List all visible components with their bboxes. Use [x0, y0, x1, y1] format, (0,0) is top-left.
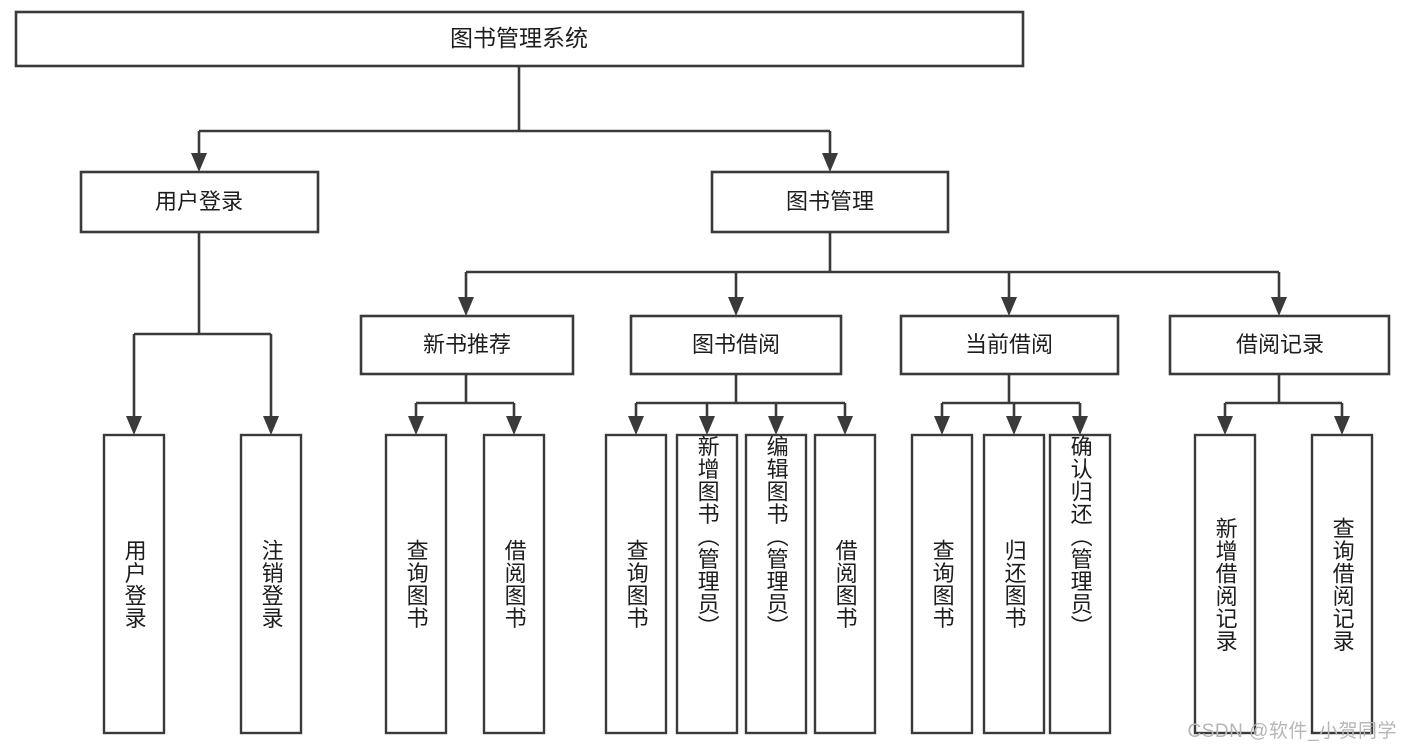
node-borrow-record-box[interactable]: [1168, 314, 1391, 376]
arrow-borrow-record: [1271, 297, 1287, 316]
arrow-leaf-query-book-cur: [934, 416, 950, 435]
edge-group-newbookrec-to-leaves: [408, 374, 522, 435]
arrow-leaf-query-book-borrow: [628, 416, 644, 435]
edge-group-root-to-level2: [191, 66, 838, 172]
leaf-box-query-record[interactable]: [1310, 433, 1374, 735]
arrow-book-manage: [822, 153, 838, 172]
leaf-label-confirm-return[interactable]: 确认归还（管理员）: [1067, 435, 1093, 638]
leaf-label-return-book[interactable]: 归还图书: [1001, 539, 1027, 629]
node-user-login[interactable]: 用户登录: [79, 170, 320, 234]
node-root-box[interactable]: [14, 10, 1025, 68]
leaf-label-query-book-borrow[interactable]: 查询图书: [623, 539, 649, 629]
leaf-label-query-book-rec[interactable]: 查询图书: [403, 539, 429, 629]
edge-group-bookborrow-to-leaves: [628, 374, 853, 435]
node-borrow-record-label: 借阅记录: [1236, 332, 1324, 357]
arrow-leaf-edit-book: [768, 416, 784, 435]
leaf-label-query-book-cur[interactable]: 查询图书: [929, 539, 955, 629]
edge-group-borrowrecord-to-leaves: [1217, 374, 1350, 435]
leaf-label-borrow-book-rec[interactable]: 借阅图书: [501, 539, 527, 629]
leaf-box-user-login[interactable]: [102, 433, 166, 735]
leaf-box-logout[interactable]: [239, 433, 303, 735]
node-current-borrow[interactable]: 当前借阅: [899, 314, 1120, 376]
node-root-label: 图书管理系统: [450, 25, 588, 51]
node-book-borrow[interactable]: 图书借阅: [629, 314, 843, 376]
node-book-manage-label: 图书管理: [786, 189, 874, 214]
edge-group-userlogin-to-leaves: [126, 232, 279, 435]
leaf-label-add-record[interactable]: 新增借阅记录: [1212, 516, 1238, 652]
node-book-borrow-box[interactable]: [629, 314, 843, 376]
leaf-box-return-book[interactable]: [982, 433, 1046, 735]
leaf-label-borrow-book[interactable]: 借阅图书: [832, 539, 858, 629]
arrow-leaf-borrow-book: [837, 416, 853, 435]
arrow-new-book-rec: [458, 297, 474, 316]
node-current-borrow-label: 当前借阅: [965, 332, 1053, 357]
node-user-login-box[interactable]: [79, 170, 320, 234]
leaf-box-add-record[interactable]: [1193, 433, 1257, 735]
leaf-box-borrow-book[interactable]: [813, 433, 877, 735]
node-book-manage-box[interactable]: [710, 170, 950, 234]
arrow-leaf-borrow-book-rec: [506, 416, 522, 435]
arrow-leaf-user-login: [126, 416, 142, 435]
node-root[interactable]: 图书管理系统: [14, 10, 1025, 68]
leaf-box-confirm-return[interactable]: [1048, 433, 1112, 735]
node-new-book-rec-label: 新书推荐: [423, 332, 511, 357]
leaf-label-logout[interactable]: 注销登录: [258, 539, 284, 629]
node-book-borrow-label: 图书借阅: [692, 332, 780, 357]
leaf-box-query-book-rec[interactable]: [384, 433, 448, 735]
csdn-watermark: CSDN @软件_小贺同学: [1187, 721, 1397, 742]
arrow-leaf-logout: [263, 416, 279, 435]
node-new-book-rec-box[interactable]: [359, 314, 575, 376]
node-user-login-label: 用户登录: [155, 189, 243, 214]
arrow-leaf-confirm-return: [1072, 416, 1088, 435]
leaf-boxes-group: [102, 433, 1374, 735]
leaf-box-query-book-borrow[interactable]: [604, 433, 668, 735]
arrow-book-borrow: [728, 297, 744, 316]
arrow-leaf-add-book: [699, 416, 715, 435]
leaf-label-query-record[interactable]: 查询借阅记录: [1329, 516, 1355, 652]
arrow-leaf-query-record: [1334, 416, 1350, 435]
leaf-label-edit-book[interactable]: 编辑图书（管理员）: [763, 435, 789, 638]
node-book-manage[interactable]: 图书管理: [710, 170, 950, 234]
leaf-box-borrow-book-rec[interactable]: [482, 433, 546, 735]
arrow-leaf-return-book: [1006, 416, 1022, 435]
arrow-leaf-query-book-rec: [408, 416, 424, 435]
arrow-leaf-add-record: [1217, 416, 1233, 435]
leaf-box-add-book[interactable]: [675, 433, 739, 735]
edge-group-bookmanage-to-level3: [458, 232, 1287, 316]
leaf-label-user-login[interactable]: 用户登录: [121, 539, 147, 629]
arrow-current-borrow: [1001, 297, 1017, 316]
leaf-box-query-book-cur[interactable]: [910, 433, 974, 735]
leaf-label-add-book[interactable]: 新增图书（管理员）: [694, 435, 720, 638]
node-borrow-record[interactable]: 借阅记录: [1168, 314, 1391, 376]
node-new-book-rec[interactable]: 新书推荐: [359, 314, 575, 376]
edge-group-currentborrow-to-leaves: [934, 374, 1088, 435]
arrow-user-login: [191, 153, 207, 172]
leaf-box-edit-book[interactable]: [744, 433, 808, 735]
node-current-borrow-box[interactable]: [899, 314, 1120, 376]
